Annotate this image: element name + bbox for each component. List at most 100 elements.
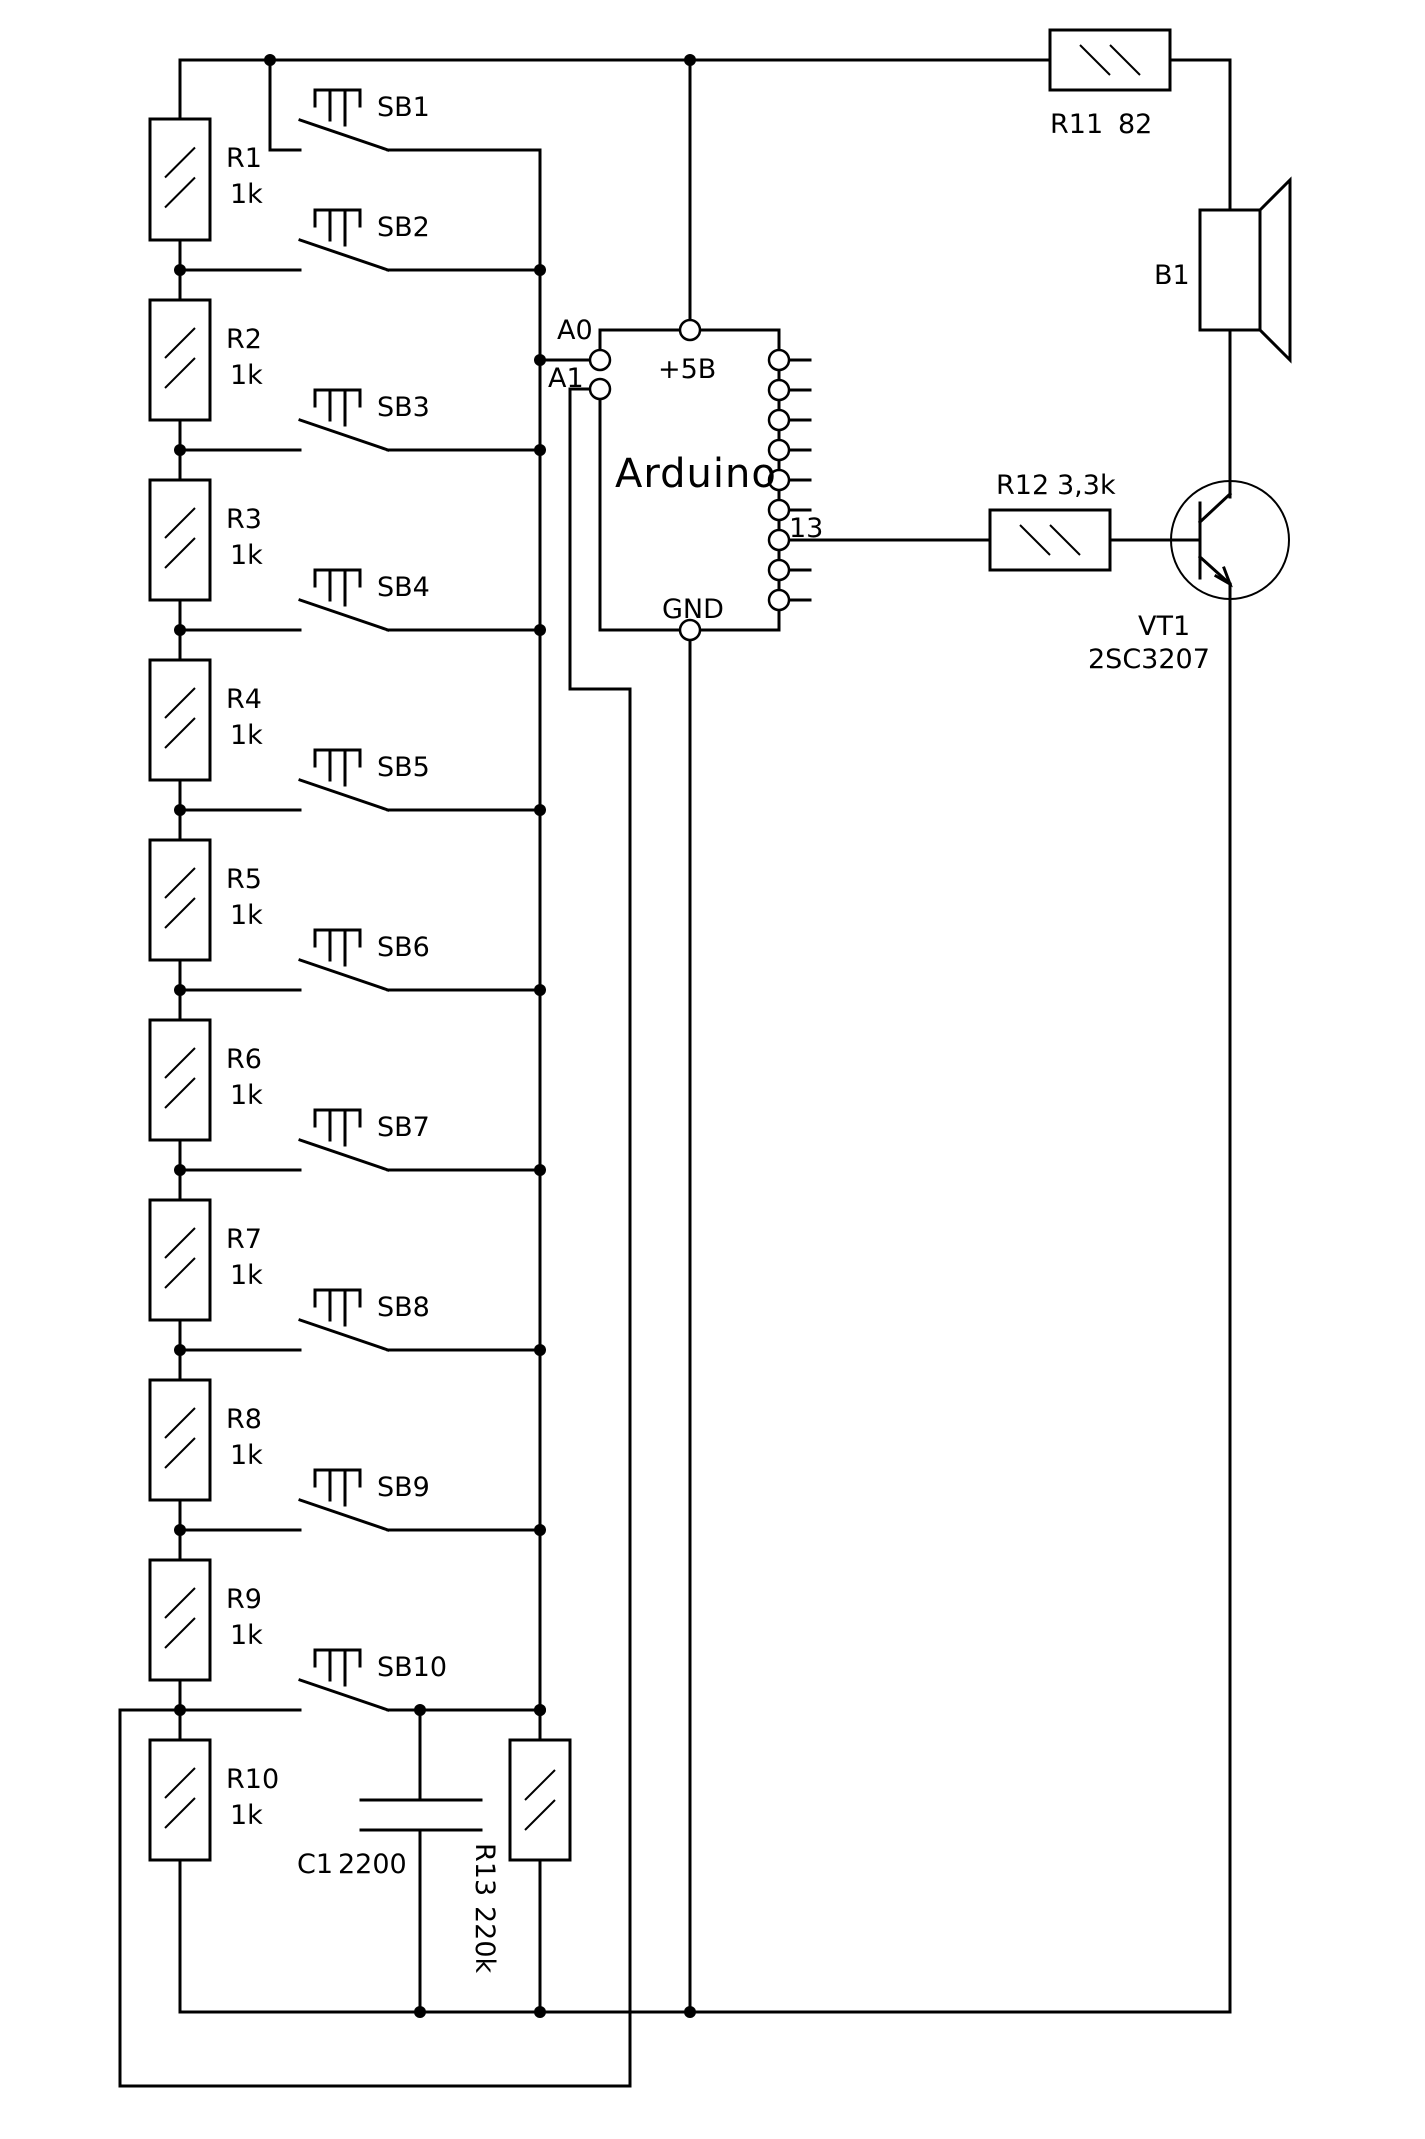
junction-dot <box>264 54 276 66</box>
label-c1-ref: C1 <box>297 1849 333 1880</box>
pin-digital <box>767 588 791 612</box>
label-button: SB4 <box>377 572 430 603</box>
label-gnd: GND <box>662 594 724 625</box>
junction-dot <box>534 354 546 366</box>
label-resistor-value: 1k <box>230 1440 263 1471</box>
switch-contact <box>298 1138 390 1172</box>
junction-dot <box>534 1164 546 1176</box>
junction-dot <box>174 1704 186 1716</box>
push-button-sb1[interactable]: SB1 <box>298 88 430 152</box>
push-button-sb3[interactable]: SB3 <box>178 388 542 452</box>
push-button-sb5[interactable]: SB5 <box>178 748 542 812</box>
push-button-icon <box>313 88 362 127</box>
push-button-sb2[interactable]: SB2 <box>178 208 542 272</box>
label-a1: A1 <box>548 363 584 394</box>
label-b1: B1 <box>1154 260 1190 291</box>
wires <box>118 58 1232 2088</box>
resistor-body <box>148 1738 212 1862</box>
push-button-sb10[interactable]: SB10 <box>178 1648 542 1712</box>
resistor-mark <box>164 1767 196 1829</box>
push-button-icon <box>313 1108 362 1147</box>
junction-dot <box>414 2006 426 2018</box>
resistor-body <box>148 1018 212 1142</box>
speaker-icon <box>1198 208 1262 332</box>
resistor-r13: R13 220k <box>469 1738 572 1974</box>
pin-digital <box>767 468 791 492</box>
pin-gnd <box>678 618 702 642</box>
resistor-r12-body <box>988 508 1112 572</box>
resistor-r13-mark <box>524 1769 556 1831</box>
arduino-module: Arduino A0 A1 +5B GND 13 <box>548 315 823 642</box>
resistor-r11-mark <box>1079 44 1141 76</box>
label-resistor-ref: R3 <box>226 504 262 535</box>
resistor-mark <box>164 687 196 749</box>
label-resistor-ref: R6 <box>226 1044 262 1075</box>
resistor-mark <box>164 1227 196 1289</box>
label-resistor-value: 1k <box>230 1620 263 1651</box>
label-resistor-ref: R9 <box>226 1584 262 1615</box>
resistor-r12: R12 3,3k <box>988 470 1116 572</box>
push-button-icon <box>313 1468 362 1507</box>
junction-dot <box>534 1344 546 1356</box>
pin-digital <box>767 558 791 582</box>
label-5v: +5B <box>658 354 716 385</box>
push-button-icon <box>313 388 362 427</box>
label-button: SB10 <box>377 1652 447 1683</box>
speaker-b1: B1 <box>1154 176 1292 364</box>
wire-a0-bus <box>386 148 542 2014</box>
push-button-sb8[interactable]: SB8 <box>178 1288 542 1352</box>
resistor-body <box>148 1198 212 1322</box>
label-vt1: VT1 <box>1138 611 1190 642</box>
resistor-body <box>148 117 212 242</box>
label-r11-ref: R11 <box>1050 109 1103 140</box>
label-button: SB3 <box>377 392 430 423</box>
label-r11-value: 82 <box>1118 109 1152 140</box>
label-button: SB1 <box>377 92 430 123</box>
capacitor-c1: C1 2200 <box>297 1798 483 1880</box>
label-resistor-ref: R10 <box>226 1764 279 1795</box>
switch-contact <box>298 778 390 812</box>
pin-a1 <box>588 377 612 401</box>
pin-digital <box>767 348 791 372</box>
junction-dot <box>174 264 186 276</box>
push-button-sb6[interactable]: SB6 <box>178 928 542 992</box>
push-button-icon <box>313 928 362 967</box>
junction-dot <box>534 1524 546 1536</box>
wire-a1 <box>118 387 632 2088</box>
pin-a0 <box>588 348 612 372</box>
label-r12-ref: R12 <box>996 470 1049 501</box>
resistor-mark <box>164 1407 196 1469</box>
resistor-mark <box>164 1587 196 1649</box>
resistor-body <box>148 1378 212 1502</box>
junction-dot <box>534 804 546 816</box>
label-a0: A0 <box>557 315 593 346</box>
junction-dot <box>174 1524 186 1536</box>
resistor-r11: R11 82 <box>1048 28 1172 140</box>
push-button-sb4[interactable]: SB4 <box>178 568 542 632</box>
junction-dot <box>534 2006 546 2018</box>
emitter-arrow-icon <box>1213 566 1233 588</box>
junction-dot <box>534 624 546 636</box>
resistor-body <box>148 838 212 962</box>
transistor-collector <box>1197 491 1233 525</box>
wire-5v-rail <box>178 58 1232 212</box>
capacitor-icon <box>359 1798 483 1832</box>
speaker-cone-icon <box>1257 176 1292 364</box>
label-button: SB2 <box>377 212 430 243</box>
label-resistor-ref: R5 <box>226 864 262 895</box>
switch-contact <box>298 598 390 632</box>
push-button-sb9[interactable]: SB9 <box>178 1468 542 1532</box>
switch-contact <box>298 1498 390 1532</box>
switch-contact <box>298 958 390 992</box>
switch-contact <box>298 238 390 272</box>
label-resistor-value: 1k <box>230 360 263 391</box>
pin-5v <box>678 318 702 342</box>
push-button-sb7[interactable]: SB7 <box>178 1108 542 1172</box>
junction-dot <box>414 1704 426 1716</box>
junction-dot <box>174 984 186 996</box>
